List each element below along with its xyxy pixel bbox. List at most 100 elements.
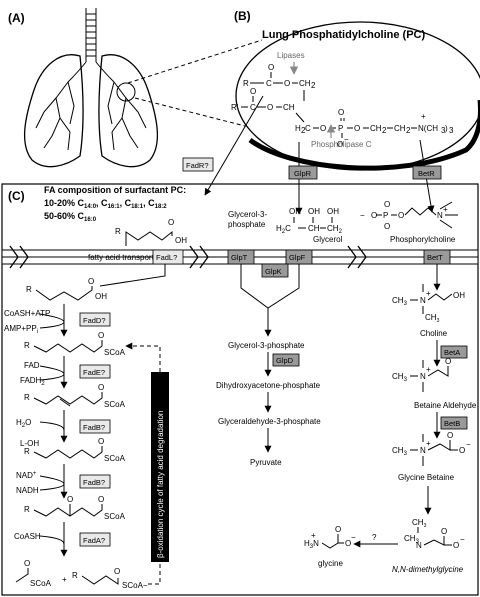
o-label: O <box>98 331 104 340</box>
fa-composition: FA composition of surfactant PC: 10-20% … <box>44 185 186 223</box>
o-label: O <box>67 495 73 504</box>
o-atom: O <box>338 108 344 117</box>
glpt-transporter: GlpT <box>227 249 255 265</box>
minus: − <box>351 533 356 542</box>
ch2-group: CH <box>370 124 382 133</box>
p-atom: P <box>338 124 343 133</box>
fatty-acid-chain <box>125 230 173 246</box>
o-label: O <box>98 495 104 504</box>
p-label: P <box>383 211 388 220</box>
fadb2-box <box>79 474 111 489</box>
fade-label: FadE? <box>83 368 105 377</box>
o-label: O <box>447 431 453 440</box>
coash-label: CoASH <box>14 532 41 541</box>
o-label: O <box>24 559 30 568</box>
phosphorylcholine-structure: O − P O N + O O Phosphorylcholine <box>360 200 458 244</box>
plus: + <box>426 365 431 374</box>
fadd-box <box>79 312 111 327</box>
o-label: O <box>445 357 451 366</box>
regulator-glpr: GlpR <box>288 165 318 180</box>
r-prime-group: R' <box>231 103 239 112</box>
betb-label: BetB <box>444 419 460 428</box>
o-atom: O <box>284 79 290 88</box>
glpd-enzyme: GlpD <box>272 353 300 367</box>
lipases-label: Lipases <box>277 51 305 60</box>
glpk-label: GlpK <box>265 267 282 276</box>
n-plus: + <box>421 112 426 121</box>
o-label: O <box>345 539 351 548</box>
r-group: R <box>243 79 249 88</box>
zoom-lines <box>127 39 263 127</box>
regulator-fadr: FadR? <box>182 157 214 172</box>
c-atom: C <box>305 124 311 133</box>
betaine-aldehyde-label: Betaine Aldehyde <box>414 401 477 410</box>
sub3: 3 <box>449 126 454 135</box>
n-label: N <box>420 446 426 455</box>
scoa-label: SCoA <box>104 400 126 409</box>
fadr-label: FadR? <box>186 161 209 170</box>
panel-c-label: (C) <box>8 189 25 203</box>
sub2: 2 <box>311 81 316 90</box>
o-label: O <box>398 211 404 220</box>
betr-label: BetR <box>418 169 435 178</box>
lung-illustration: (A) <box>8 8 159 168</box>
glycerol-label: Glycerol <box>313 235 343 244</box>
pc-title: Lung Phosphatidylcholine (PC) <box>262 29 426 41</box>
plus: + <box>443 205 448 214</box>
fada-box <box>79 532 111 547</box>
scoa-label: SCoA <box>104 512 126 521</box>
ch2-label: CH2 <box>327 224 343 235</box>
panel-a-label: (A) <box>8 11 25 25</box>
o-label: O <box>98 383 104 392</box>
o-label: O <box>114 567 120 576</box>
beta-box <box>440 345 468 359</box>
bett-label: BetT <box>427 253 443 262</box>
n-label: N <box>420 372 426 381</box>
h2c-label: H2C <box>276 224 291 235</box>
choline-pathway: CH3 N + OH CH3 Choline BetA CH3 N + O Be… <box>304 264 477 574</box>
o-label: O <box>459 446 465 455</box>
fadl-label: FadL? <box>156 253 177 262</box>
amp-ppi-label: AMP+PPi <box>4 324 38 335</box>
nad-label: NAD+ <box>16 471 37 480</box>
gb-ch3: CH3 <box>392 446 408 457</box>
oh-label: OH <box>308 207 320 216</box>
g3p-top-label2: phosphate <box>228 220 266 229</box>
minus: − <box>460 535 465 544</box>
fadb1-label: FadB? <box>83 423 105 432</box>
glpf-label: GlpF <box>289 253 306 262</box>
n-label: N <box>437 211 443 220</box>
glycine-h3n: H3N <box>304 539 319 550</box>
oh-label: OH <box>327 207 339 216</box>
unknown-step-label: ? <box>372 533 377 542</box>
fa-comp-line2: 50-60% C16:0 <box>44 211 97 223</box>
fadb1-box <box>79 419 111 434</box>
h2o-label: H2O <box>16 418 31 429</box>
sub2: 2 <box>301 126 306 135</box>
o-label: O <box>88 277 94 286</box>
beta-ox-bar <box>151 372 169 562</box>
c-atom: C <box>250 103 256 112</box>
o-atom: O <box>267 103 273 112</box>
paren: ) <box>445 124 448 133</box>
fa-comp-line1: 10-20% C14:0, C16:1, C18:1, C18:2 <box>44 198 167 210</box>
r-label: R <box>72 571 78 580</box>
fadh2-label: FADH2 <box>20 376 45 387</box>
ch-label: CH <box>308 224 320 233</box>
dmg-ch3: CH3 <box>404 534 420 545</box>
ch-group: CH <box>283 103 295 112</box>
minus: − <box>360 211 365 220</box>
oh-label: OH <box>175 236 187 245</box>
phospholipase-label: Phospholipase C <box>311 140 372 149</box>
oh-label: OH <box>95 292 107 301</box>
g3p-top-label: Glycerol-3- <box>228 210 267 219</box>
scoa-minus-label: SCoA− <box>122 581 148 590</box>
sub2: 2 <box>406 126 411 135</box>
scoa-label: SCoA <box>104 454 126 463</box>
ba-ch3: CH3 <box>392 372 408 383</box>
o-label: O <box>98 437 104 446</box>
n-label: N <box>416 541 422 550</box>
r-label: R <box>24 505 30 514</box>
regulator-betr: BetR <box>412 165 442 180</box>
